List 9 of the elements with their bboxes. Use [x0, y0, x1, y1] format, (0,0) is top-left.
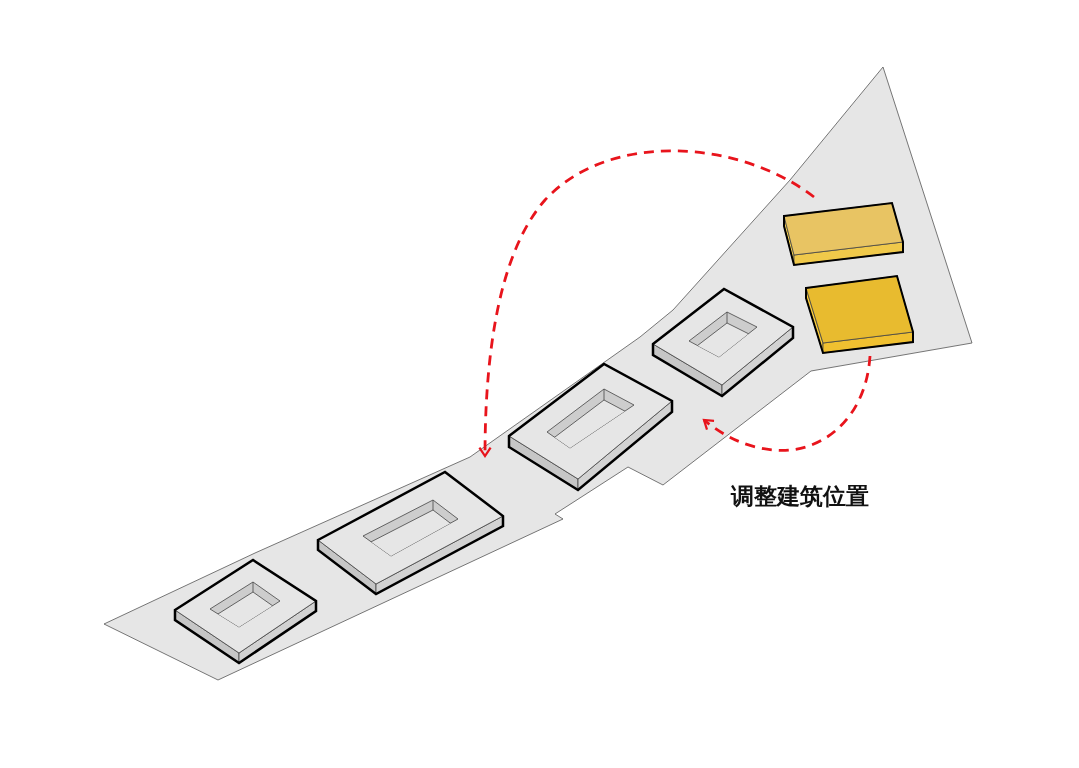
arrow: [702, 355, 872, 452]
arrow: [478, 149, 815, 458]
building-block: [651, 287, 795, 398]
building-block: [805, 274, 914, 355]
building-block: [783, 201, 904, 267]
annotation-text: 调整建筑位置: [731, 482, 869, 511]
building-block: [316, 470, 505, 596]
building-block: [507, 362, 674, 492]
building-block: [173, 558, 318, 665]
